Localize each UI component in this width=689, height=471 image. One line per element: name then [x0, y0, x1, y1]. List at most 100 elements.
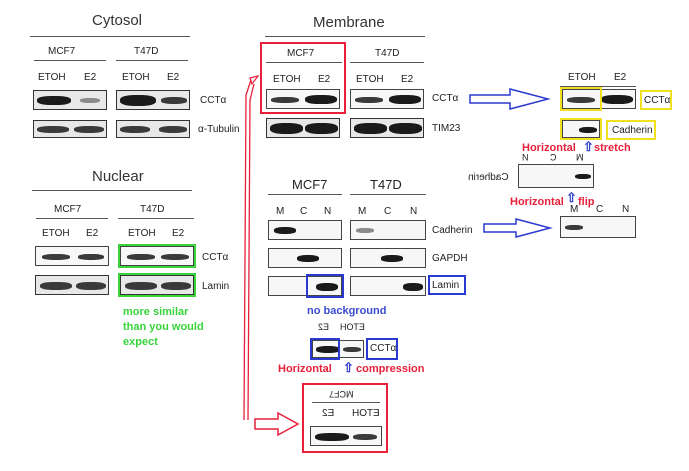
horizontal-compression-b: compression: [356, 363, 425, 375]
compressed-cct-label-box: [366, 338, 398, 360]
cytosol-t47d-label: T47D: [134, 46, 159, 57]
membrane-cct-label: CCTα: [432, 93, 459, 104]
nuclear-mcf7-label: MCF7: [54, 204, 82, 215]
membrane-mcf7-rule: [266, 62, 342, 63]
similarity-note-line-1: more similar: [123, 306, 189, 318]
fraction-n-2: N: [410, 206, 418, 217]
fraction-lamin-blot-t47d: [350, 276, 426, 296]
nuclear-title: Nuclear: [92, 168, 144, 185]
nuclear-etoh-1: ETOH: [42, 228, 70, 239]
compressed-cct-label: CCTα: [370, 343, 397, 354]
cytosol-tubulin-blot-t47d: [116, 120, 190, 138]
cytosol-cct-label: CCTα: [200, 95, 227, 106]
membrane-tim23-label: TIM23: [432, 123, 461, 134]
cytosol-mcf7-rule: [34, 60, 106, 61]
membrane-t47d-label: T47D: [375, 48, 400, 59]
membrane-tim23-blot-t47d: [350, 118, 424, 138]
right-cct-blot: [562, 89, 636, 109]
blue-arrow-icon-cct: [469, 88, 551, 110]
membrane-title: Membrane: [313, 14, 385, 31]
right-stretch-blot: [562, 120, 600, 138]
fraction-mcf7-label: MCF7: [292, 177, 328, 192]
fraction-mcf7-rule: [268, 194, 342, 195]
nuclear-t47d-label: T47D: [140, 204, 165, 215]
similarity-note: more similar than you would expect: [123, 305, 204, 350]
membrane-e2-1: E2: [318, 74, 331, 85]
cytosol-e2-2: E2: [167, 72, 180, 83]
nuclear-cct-highlight: [118, 244, 196, 268]
red-long-arrow-icon: [243, 75, 300, 437]
cytosol-t47d-rule: [116, 60, 188, 61]
nuclear-cct-blot-mcf7: [35, 246, 109, 266]
nuclear-lamin-blot-t47d: [120, 275, 194, 295]
right-stretch-highlight: [560, 118, 602, 140]
right-cadherin-label: Cadherin: [612, 125, 653, 136]
nuclear-lamin-label: Lamin: [202, 281, 230, 292]
cytosol-divider: [30, 36, 190, 37]
cytosol-etoh-2: ETOH: [122, 72, 150, 83]
right-cct-label: CCTα: [644, 95, 671, 106]
cytosol-e2-1: E2: [84, 72, 97, 83]
similarity-note-line-2: than you would: [123, 321, 204, 333]
membrane-cct-blot-mcf7: [266, 89, 340, 109]
membrane-etoh-1: ETOH: [273, 74, 301, 85]
nuclear-divider: [32, 190, 192, 191]
up-arrow-icon-compression: ⇧: [343, 360, 354, 375]
horizontal-stretch-a: Horizontal: [522, 142, 576, 154]
no-background-note: no background: [307, 305, 387, 317]
fraction-c-1: C: [300, 206, 308, 217]
blue-arrow-icon-cadherin: [483, 218, 553, 238]
nuclear-etoh-2: ETOH: [128, 228, 156, 239]
cytosol-cct-blot-t47d: [116, 90, 190, 110]
cytosol-etoh-1: ETOH: [38, 72, 66, 83]
horizontal-flip-a: Horizontal: [510, 196, 564, 208]
fraction-cadherin-blot-t47d: [350, 220, 426, 240]
nuclear-t47d-rule: [118, 218, 194, 219]
cytosol-mcf7-label: MCF7: [48, 46, 76, 57]
compressed-cct-highlight: [310, 338, 340, 360]
right-etoh-label: ETOH: [568, 72, 596, 83]
fraction-m-1: M: [276, 206, 285, 217]
cytosol-title: Cytosol: [92, 12, 143, 29]
similarity-note-line-3: expect: [123, 336, 158, 348]
membrane-mcf7-label: MCF7: [287, 48, 315, 59]
up-arrow-icon-flip: ⇧: [566, 190, 577, 205]
right-cadherin-label-box: [606, 120, 656, 140]
up-arrow-icon-stretch: ⇧: [583, 139, 594, 154]
cytosol-cct-blot-mcf7: [33, 90, 107, 110]
membrane-mcf7-highlight: [260, 42, 346, 114]
fraction-gapdh-blot-t47d: [350, 248, 426, 268]
fraction-lamin-blot-mcf7: [268, 276, 342, 296]
flipped-cadherin-blot: [518, 164, 594, 188]
cytosol-tubulin-blot-mcf7: [33, 120, 107, 138]
fraction-t47d-rule: [350, 194, 426, 195]
fraction-lamin-highlight: [306, 274, 344, 298]
bottom-panel-rule: [312, 402, 380, 403]
fraction-lamin-label-box: [428, 275, 466, 295]
nuclear-lamin-blot-mcf7: [35, 275, 109, 295]
fraction-cadherin-label: Cadherin: [432, 225, 473, 236]
horizontal-flip-b: flip: [578, 196, 595, 208]
nuclear-e2-2: E2: [172, 228, 185, 239]
nuclear-mcf7-rule: [36, 218, 108, 219]
right-cct-highlight: [560, 87, 602, 111]
right-m-label: M: [570, 204, 579, 215]
membrane-e2-2: E2: [401, 74, 414, 85]
bottom-mirrored-panel: [302, 383, 388, 453]
nuclear-e2-1: E2: [86, 228, 99, 239]
horizontal-compression-a: Horizontal: [278, 363, 332, 375]
right-c-label: C: [596, 204, 604, 215]
fraction-gapdh-label: GAPDH: [432, 253, 468, 264]
membrane-divider: [265, 36, 425, 37]
fraction-n-1: N: [324, 206, 332, 217]
right-e2-label: E2: [614, 72, 627, 83]
membrane-etoh-2: ETOH: [356, 74, 384, 85]
membrane-t47d-rule: [350, 62, 424, 63]
right-cct-label-box: [640, 90, 672, 110]
nuclear-cct-blot-t47d: [120, 246, 194, 266]
right-n-label: N: [622, 204, 630, 215]
fraction-c-2: C: [384, 206, 392, 217]
cytosol-tubulin-label: α-Tubulin: [198, 124, 240, 135]
membrane-tim23-blot-mcf7: [266, 118, 340, 138]
